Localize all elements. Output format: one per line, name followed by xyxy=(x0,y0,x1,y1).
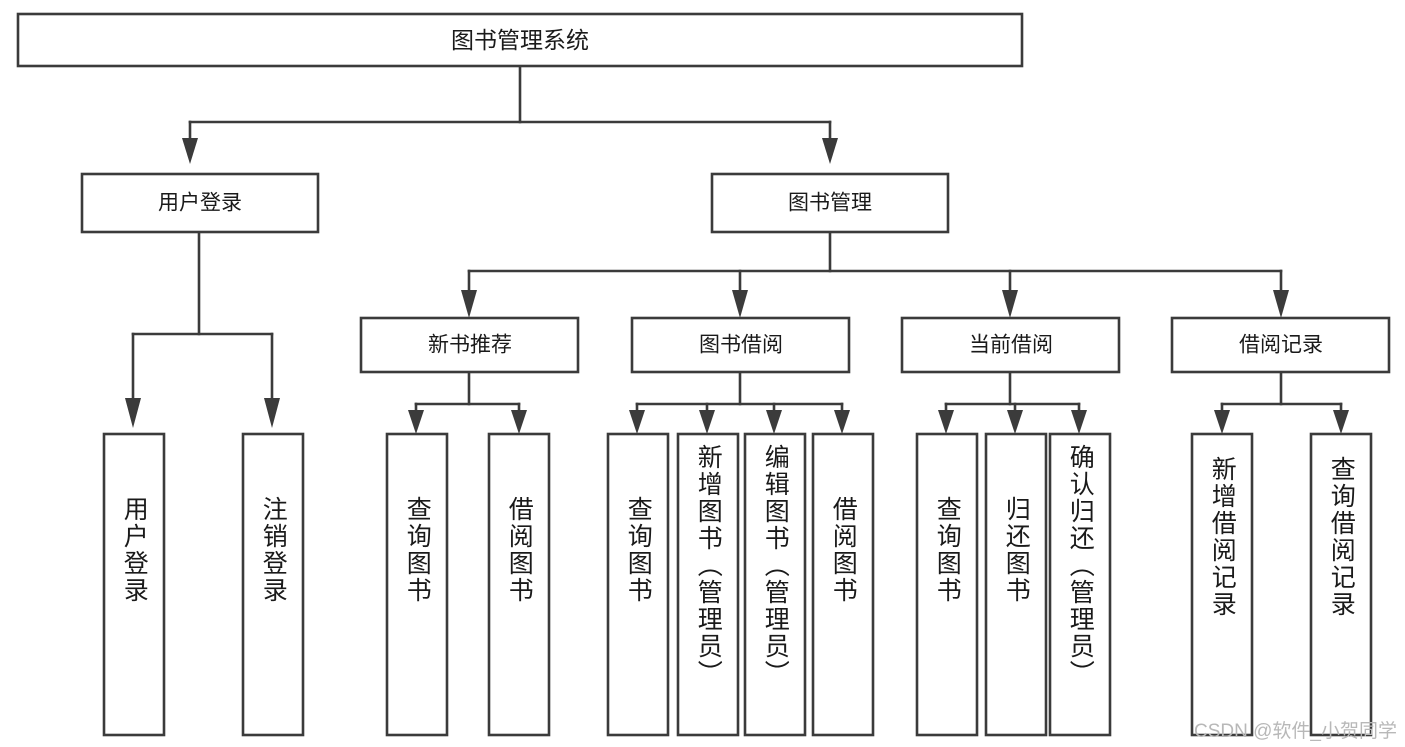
node-book-borrow-rect[interactable] xyxy=(630,316,851,374)
arrow-to-current-borrow xyxy=(1002,290,1018,318)
node-borrow-record-label: 借阅记录 xyxy=(1239,334,1323,357)
arrow-to-book-management xyxy=(822,138,838,164)
arrow-to-leaf-query-book-1 xyxy=(408,410,424,434)
arrow-to-book-borrow xyxy=(732,290,748,318)
node-book-management-rect[interactable] xyxy=(710,172,950,234)
node-user-login-rect[interactable] xyxy=(80,172,320,234)
arrow-to-borrow-record xyxy=(1273,290,1289,318)
leaf-group-user-login xyxy=(102,432,305,737)
leaf-confirm-return-rect[interactable] xyxy=(1048,432,1112,737)
node-current-borrow-label: 当前借阅 xyxy=(969,334,1053,357)
watermark-text: CSDN @软件_小贺同学 xyxy=(1194,721,1397,742)
node-book-management[interactable]: 图书管理 xyxy=(710,172,950,234)
leaf-query-book-3-rect[interactable] xyxy=(915,432,979,737)
leaf-add-borrow-record-rect[interactable] xyxy=(1190,432,1254,737)
node-current-borrow-rect[interactable] xyxy=(900,316,1121,374)
node-borrow-record[interactable]: 借阅记录 xyxy=(1170,316,1391,374)
arrow-to-leaf-add-book xyxy=(699,410,715,434)
arrow-to-leaf-confirm-return xyxy=(1071,410,1087,434)
node-root-label: 图书管理系统 xyxy=(451,27,589,53)
leaf-return-book-rect[interactable] xyxy=(984,432,1048,737)
arrow-to-leaf-borrow-book-1 xyxy=(511,410,527,434)
node-user-login[interactable]: 用户登录 xyxy=(80,172,320,234)
arrow-to-user-login xyxy=(182,138,198,164)
leaf-borrow-book-1-rect[interactable] xyxy=(487,432,551,737)
leaf-group-current-borrow xyxy=(915,432,1112,737)
arrow-to-new-book-recommend xyxy=(461,290,477,318)
node-book-borrow-label: 图书借阅 xyxy=(699,334,783,357)
arrow-to-leaf-query-borrow-record xyxy=(1333,410,1349,434)
arrow-to-leaf-user-login xyxy=(125,398,141,428)
arrow-to-leaf-query-book-2 xyxy=(629,410,645,434)
arrow-to-leaf-borrow-book-2 xyxy=(834,410,850,434)
connector-group-book-management xyxy=(461,230,1289,318)
arrow-to-leaf-add-borrow-record xyxy=(1214,410,1230,434)
node-new-book-recommend[interactable]: 新书推荐 xyxy=(359,316,580,374)
leaf-group-borrow-record xyxy=(1190,432,1373,737)
arrow-to-leaf-return-book xyxy=(1007,410,1023,434)
leaf-query-book-2-rect[interactable] xyxy=(606,432,670,737)
node-book-management-label: 图书管理 xyxy=(788,192,872,215)
node-root-rect[interactable] xyxy=(16,12,1024,68)
connector-group-user-login xyxy=(125,230,280,428)
leaf-query-book-1-rect[interactable] xyxy=(385,432,449,737)
leaf-borrow-book-2-rect[interactable] xyxy=(811,432,875,737)
leaf-user-login-rect[interactable] xyxy=(102,432,166,737)
node-new-book-recommend-label: 新书推荐 xyxy=(428,334,512,357)
leaf-logout-login-rect[interactable] xyxy=(241,432,305,737)
arrow-to-leaf-logout-login xyxy=(264,398,280,428)
arrow-to-leaf-query-book-3 xyxy=(938,410,954,434)
node-user-login-label: 用户登录 xyxy=(158,192,242,215)
node-current-borrow[interactable]: 当前借阅 xyxy=(900,316,1121,374)
leaf-add-book-rect[interactable] xyxy=(676,432,740,737)
connector-group-current-borrow xyxy=(938,370,1087,434)
connector-group-root xyxy=(182,64,838,164)
node-new-book-recommend-rect[interactable] xyxy=(359,316,580,374)
node-borrow-record-rect[interactable] xyxy=(1170,316,1391,374)
connector-group-book-borrow xyxy=(629,370,850,434)
leaf-group-book-borrow xyxy=(606,432,875,737)
connector-group-new-book-recommend xyxy=(408,370,527,434)
leaf-edit-book-rect[interactable] xyxy=(743,432,807,737)
arrow-to-leaf-edit-book xyxy=(766,410,782,434)
connector-group-borrow-record xyxy=(1214,370,1349,434)
leaf-group-new-book-recommend xyxy=(385,432,551,737)
leaf-query-borrow-record-rect[interactable] xyxy=(1309,432,1373,737)
node-root[interactable]: 图书管理系统 xyxy=(16,12,1024,68)
node-book-borrow[interactable]: 图书借阅 xyxy=(630,316,851,374)
